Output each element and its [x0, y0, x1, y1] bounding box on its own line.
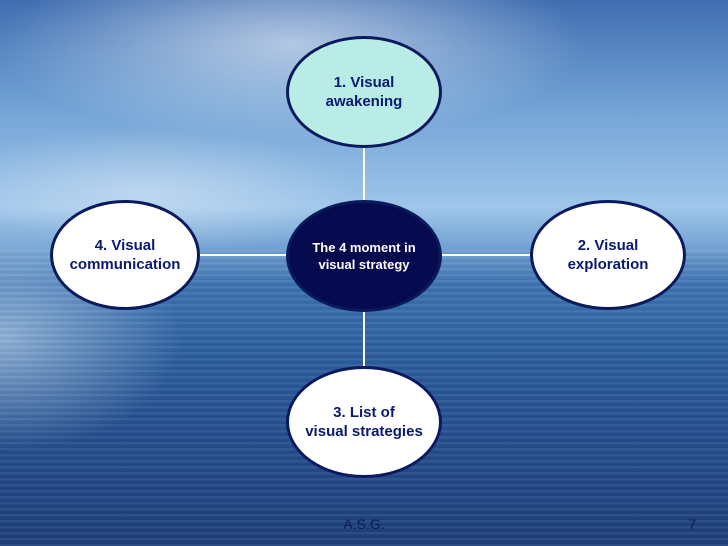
slide-number: 7 [688, 516, 696, 532]
node-visual-awakening: 1. Visual awakening [286, 36, 442, 148]
node-center-strategy: The 4 moment in visual strategy [286, 200, 442, 312]
node-visual-exploration: 2. Visual exploration [530, 200, 686, 310]
footer-author: A.S.G. [343, 516, 385, 532]
node-list-of-strategies: 3. List of visual strategies [286, 366, 442, 478]
node-visual-communication: 4. Visual communication [50, 200, 200, 310]
